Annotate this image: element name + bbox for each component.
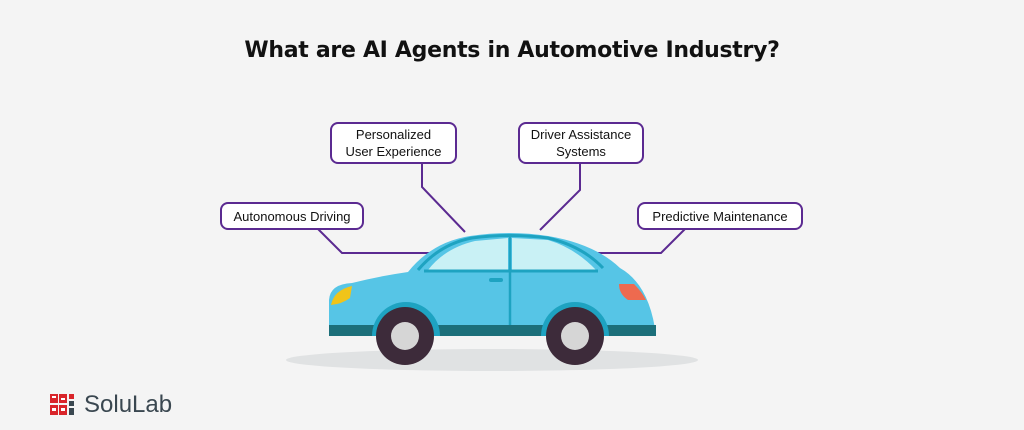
door-handle bbox=[489, 278, 503, 282]
brand-logo: SoluLab bbox=[48, 391, 172, 419]
connector-predictive-maintenance bbox=[598, 228, 686, 254]
car-window-front bbox=[428, 238, 508, 270]
car-shadow bbox=[286, 349, 698, 371]
connector-personalized-ux bbox=[421, 162, 466, 233]
node-predictive-maintenance: Predictive Maintenance bbox=[637, 202, 803, 230]
node-personalized-user-experience: Personalized User Experience bbox=[330, 122, 457, 164]
brand-name: SoluLab bbox=[84, 391, 173, 418]
car-skirt bbox=[329, 325, 656, 336]
headlight bbox=[331, 286, 352, 305]
node-driver-assistance-systems: Driver Assistance Systems bbox=[518, 122, 644, 164]
taillight bbox=[619, 284, 646, 300]
page-title: What are AI Agents in Automotive Industr… bbox=[244, 38, 780, 63]
car-window-rear bbox=[512, 238, 596, 270]
connector-autonomous-driving bbox=[317, 228, 430, 254]
connector-driver-assistance bbox=[539, 162, 581, 231]
front-hubcap bbox=[391, 322, 419, 350]
rear-hubcap bbox=[561, 322, 589, 350]
node-autonomous-driving: Autonomous Driving bbox=[220, 202, 364, 230]
solulab-logo-icon bbox=[50, 394, 74, 415]
